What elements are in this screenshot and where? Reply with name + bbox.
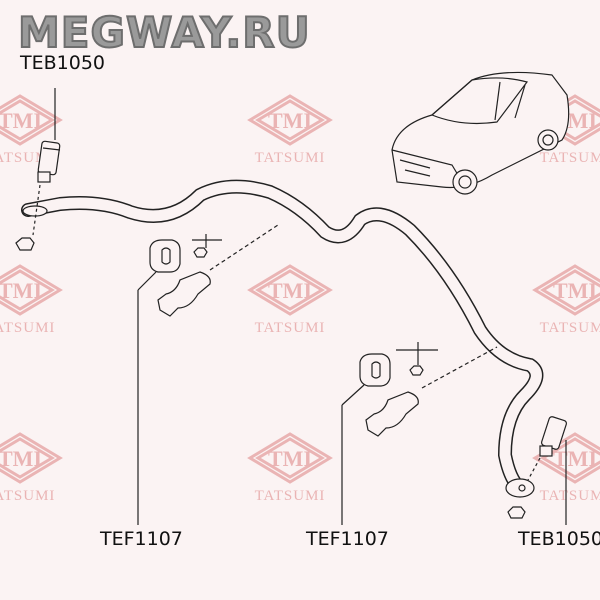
svg-text:TATSUMI: TATSUMI [540, 320, 600, 336]
svg-text:TMI: TMI [0, 278, 42, 303]
svg-text:TMI: TMI [0, 446, 42, 471]
tmi-watermark: TMI TATSUMI [247, 264, 333, 336]
left-bar-bushing-clamp [137, 224, 279, 525]
svg-text:TATSUMI: TATSUMI [255, 150, 326, 166]
part-label-teb1050-right: TEB1050 [518, 528, 600, 550]
tmi-watermark: TMI TATSUMI [0, 264, 63, 336]
svg-text:TMI: TMI [268, 108, 312, 133]
part-label-teb1050-left: TEB1050 [20, 52, 105, 74]
svg-text:TMI: TMI [553, 446, 597, 471]
svg-text:TMI: TMI [0, 108, 42, 133]
site-logo: MEGWAY.RU [17, 7, 311, 58]
svg-text:TATSUMI: TATSUMI [255, 488, 326, 504]
tmi-watermark: TMI TATSUMI [532, 264, 600, 336]
svg-text:TATSUMI: TATSUMI [540, 488, 600, 504]
tmi-watermark: TMI TATSUMI [247, 432, 333, 504]
tmi-watermark: TMI TATSUMI [0, 432, 63, 504]
car-illustration [391, 71, 570, 195]
part-label-tef1107-left: TEF1107 [100, 528, 183, 550]
stabilizer-bar [21, 179, 544, 498]
svg-text:TATSUMI: TATSUMI [255, 320, 326, 336]
svg-text:TATSUMI: TATSUMI [540, 150, 600, 166]
part-label-tef1107-right: TEF1107 [306, 528, 389, 550]
svg-text:TMI: TMI [268, 446, 312, 471]
svg-text:TMI: TMI [553, 278, 597, 303]
svg-text:TATSUMI: TATSUMI [0, 488, 55, 504]
right-link-bushing [507, 416, 568, 525]
tmi-watermark: TMI TATSUMI [532, 432, 600, 504]
left-link-bushing [15, 88, 61, 251]
right-bar-bushing-clamp [341, 342, 498, 525]
svg-text:TATSUMI: TATSUMI [0, 320, 55, 336]
tmi-watermark: TMI TATSUMI [247, 94, 333, 166]
svg-text:TMI: TMI [268, 278, 312, 303]
